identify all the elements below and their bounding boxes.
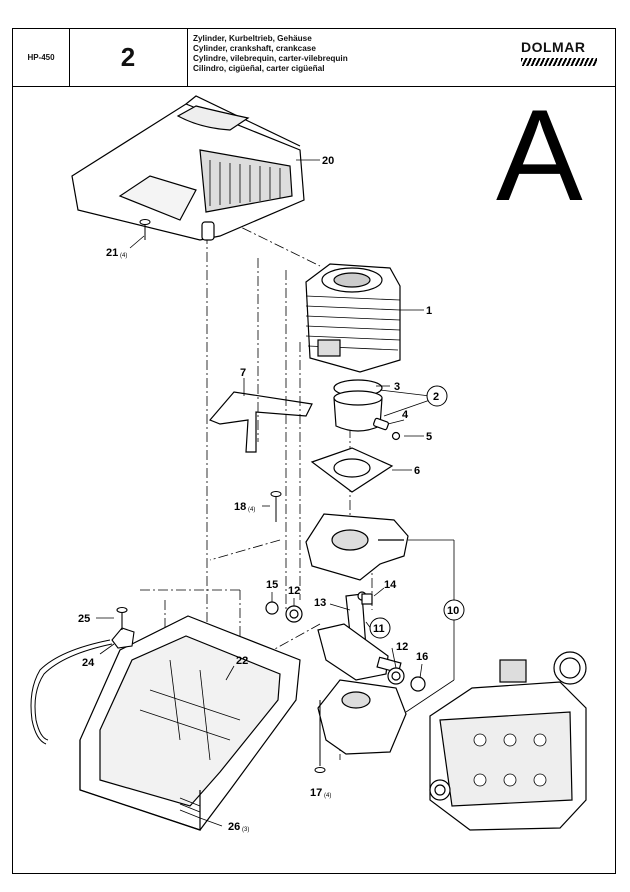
- screw-part-21: [139, 219, 151, 240]
- callout-labels: 20 21 (4) 1 3 2 4 5 7 6 18 (4) 15 12 14 …: [78, 155, 459, 833]
- pump-assembly: [429, 651, 587, 831]
- callout-26-qty: (3): [242, 827, 249, 833]
- callout-22: 22: [236, 655, 248, 667]
- bracket-part-7: [208, 391, 313, 453]
- cable: [30, 639, 111, 745]
- brand-stripes: [521, 58, 597, 66]
- callout-17: 17: [310, 787, 322, 799]
- brand-logo: DOLMAR: [521, 39, 601, 66]
- callout-5: 5: [426, 431, 432, 443]
- group-number-cell: 2: [69, 29, 188, 86]
- screw-part-25: [116, 606, 128, 614]
- model-cell: HP-450: [13, 29, 70, 86]
- callout-1: 1: [426, 305, 432, 317]
- screw-part-18: [270, 491, 282, 522]
- title-fr: Cylindre, vilebrequin, carter-vilebrequi…: [193, 54, 348, 63]
- circle-2: [426, 385, 448, 407]
- callout-12-right: 12: [396, 641, 408, 653]
- gasket-part-6: [310, 447, 394, 493]
- callout-4: 4: [402, 409, 409, 421]
- callout-21-qty: (4): [120, 253, 127, 259]
- callout-15: 15: [266, 579, 278, 591]
- callout-3: 3: [394, 381, 400, 393]
- crankshaft-part-11: [265, 591, 426, 692]
- shroud-part-20: [71, 95, 305, 241]
- title-de: Zylinder, Kurbeltrieb, Gehäuse: [193, 34, 312, 43]
- title-cell: Zylinder, Kurbeltrieb, Gehäuse Cylinder,…: [193, 34, 493, 74]
- callout-18-qty: (4): [248, 507, 255, 513]
- callout-14: 14: [384, 579, 397, 591]
- callout-13: 13: [314, 597, 326, 609]
- clamp-part-24: [111, 606, 135, 649]
- crankcase-lower: [317, 679, 407, 755]
- callout-10: 10: [447, 605, 459, 617]
- callout-16: 16: [416, 651, 428, 663]
- needle-bearing-part-14: [361, 593, 373, 605]
- callout-20: 20: [322, 155, 334, 167]
- callout-6: 6: [414, 465, 420, 477]
- diagram-frame: HP-450 2 Zylinder, Kurbeltrieb, Gehäuse …: [12, 28, 616, 874]
- header-table: HP-450 2 Zylinder, Kurbeltrieb, Gehäuse …: [13, 29, 615, 87]
- callout-7: 7: [240, 367, 246, 379]
- callout-25: 25: [78, 613, 90, 625]
- cylinder-part-1: [305, 263, 401, 373]
- circle-11: [369, 617, 391, 639]
- callout-21: 21: [106, 247, 118, 259]
- title-en: Cylinder, crankshaft, crankcase: [193, 44, 316, 53]
- callout-17-qty: (4): [324, 793, 331, 799]
- callout-circles: [369, 385, 465, 639]
- circle-10: [443, 599, 465, 621]
- crankcase-upper: [305, 513, 409, 581]
- cable-inner: [34, 643, 113, 741]
- callout-26: 26: [228, 821, 240, 833]
- screw-part-17: [314, 700, 326, 773]
- callout-2: 2: [433, 391, 439, 403]
- title-es: Cilindro, cigüeñal, carter cigüeñal: [193, 64, 325, 73]
- seal-part-16: [410, 676, 426, 692]
- leader-lines: [96, 159, 455, 827]
- seal-part-15: [265, 601, 279, 615]
- brand-name: DOLMAR: [521, 39, 586, 55]
- piston-assembly-2: [333, 379, 401, 441]
- callout-24: 24: [82, 657, 95, 669]
- base-frame-part-22: [79, 615, 301, 831]
- section-letter: A: [496, 82, 583, 228]
- callout-12-left: 12: [288, 585, 300, 597]
- callout-11: 11: [373, 623, 385, 635]
- callout-18: 18: [234, 501, 246, 513]
- clip-part-5: [391, 431, 401, 441]
